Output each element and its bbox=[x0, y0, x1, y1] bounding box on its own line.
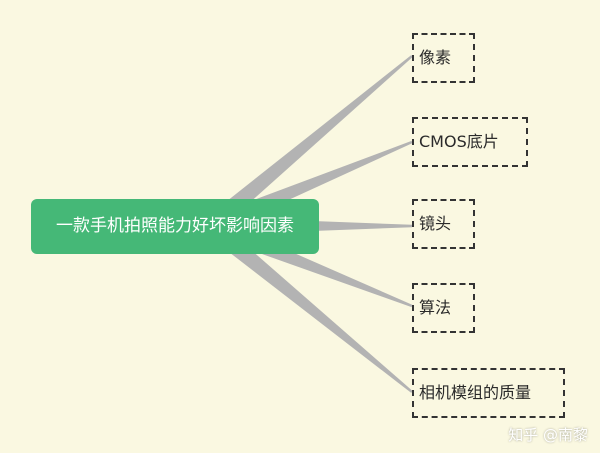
branch-pixels[interactable]: 像素 bbox=[412, 33, 475, 83]
root-topic[interactable]: 一款手机拍照能力好坏影响因素 bbox=[31, 199, 319, 254]
connector-0 bbox=[204, 55, 413, 233]
branch-lens[interactable]: 镜头 bbox=[412, 199, 475, 249]
branch-camera-module-quality[interactable]: 相机模组的质量 bbox=[412, 368, 565, 418]
branch-algorithm[interactable]: 算法 bbox=[412, 283, 475, 333]
branch-cmos-sensor[interactable]: CMOS底片 bbox=[412, 117, 528, 167]
connector-4 bbox=[204, 219, 413, 393]
watermark: 知乎 @南黎 bbox=[508, 426, 588, 444]
